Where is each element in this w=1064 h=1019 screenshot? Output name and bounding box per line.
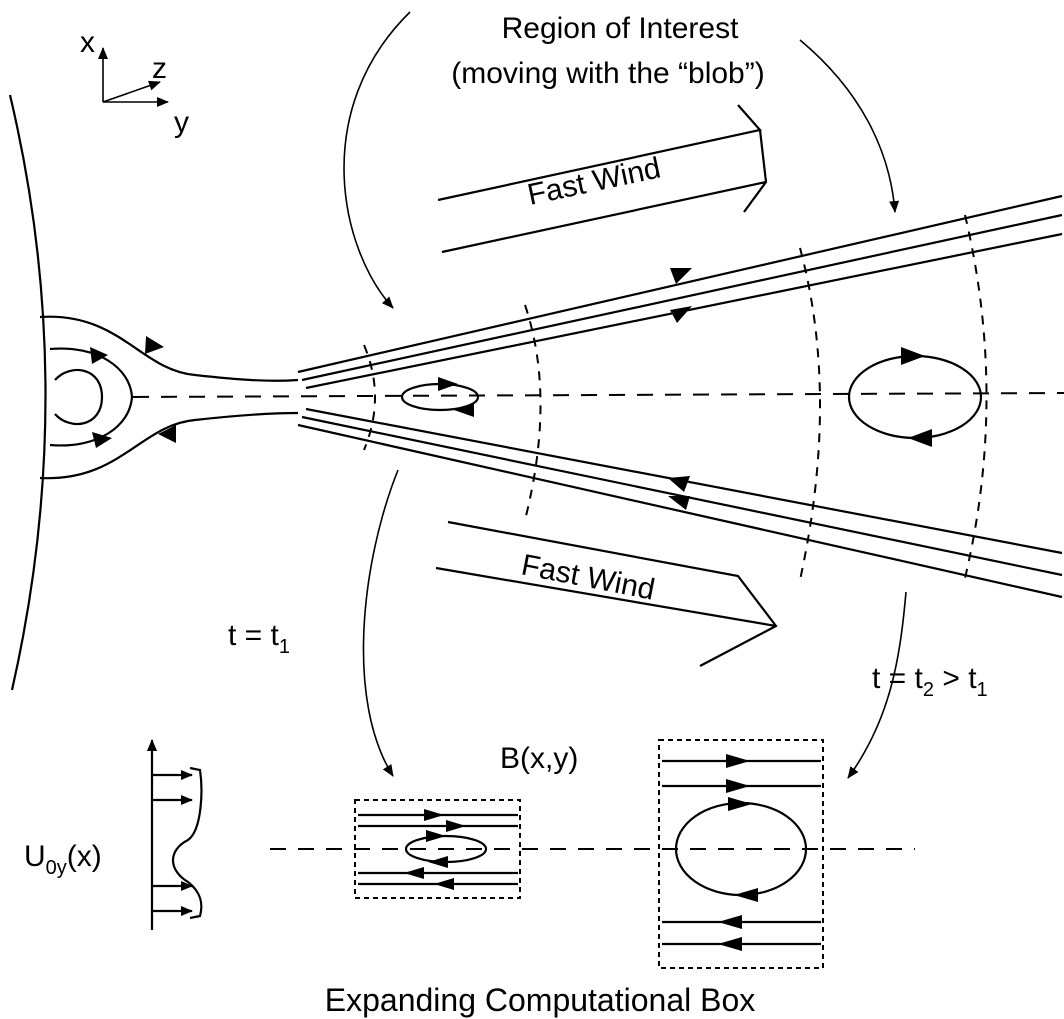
small-box-outline bbox=[354, 799, 521, 899]
open-field-lower bbox=[39, 411, 299, 480]
large-blob-arrow-bottom bbox=[908, 429, 932, 447]
large-computational-box bbox=[658, 739, 824, 969]
time2-label: t = t2 > t1 bbox=[872, 662, 988, 701]
time2-pointer bbox=[847, 591, 907, 779]
computational-arc-4 bbox=[964, 214, 988, 579]
loop-arrow-1 bbox=[90, 347, 108, 364]
lower-field-arrow-1 bbox=[668, 476, 690, 492]
fast-wind-lower: Fast Wind bbox=[435, 520, 778, 667]
large-blob-arrow-top bbox=[901, 347, 925, 365]
fast-wind-upper-arrow bbox=[437, 104, 768, 254]
large-box-arrow-5 bbox=[718, 915, 742, 929]
computational-arc-1 bbox=[363, 344, 376, 451]
small-blob-arrow-bottom bbox=[454, 403, 474, 417]
loop-arrow-2 bbox=[92, 432, 112, 448]
large-box-outline bbox=[658, 739, 824, 969]
open-field-upper bbox=[39, 315, 299, 382]
large-box-arrow-1 bbox=[726, 754, 750, 768]
upper-field-arrow-1 bbox=[670, 268, 692, 284]
fast-wind-lower-arrow bbox=[435, 520, 778, 667]
computational-arc-3 bbox=[799, 247, 821, 581]
closed-loop-inner bbox=[54, 368, 104, 426]
time1-label: t = t1 bbox=[228, 619, 290, 658]
region-pointer-left bbox=[343, 11, 411, 309]
velocity-profile: U0y(x) bbox=[24, 739, 203, 930]
velocity-label: U0y(x) bbox=[24, 840, 102, 879]
region-pointer-right bbox=[799, 39, 900, 213]
large-box-arrow-2 bbox=[726, 779, 750, 793]
lower-field-arrow-2 bbox=[668, 496, 690, 510]
small-box-arrow-1 bbox=[424, 809, 444, 821]
time1-pointer bbox=[362, 469, 399, 777]
x-axis-label: x bbox=[80, 26, 95, 59]
small-box-arrow-4 bbox=[428, 856, 448, 868]
open-arrow-upper bbox=[145, 336, 164, 354]
velocity-profile-curve bbox=[172, 766, 203, 920]
large-box-arrow-4 bbox=[734, 888, 758, 902]
field-line-u2 bbox=[301, 213, 1063, 382]
small-box-arrow-2 bbox=[446, 820, 466, 832]
current-sheet bbox=[132, 194, 1064, 599]
large-blob bbox=[847, 354, 983, 440]
region-title: Region of Interest bbox=[502, 12, 739, 45]
z-axis-label: z bbox=[152, 52, 167, 85]
region-subtitle: (moving with the “blob”) bbox=[451, 57, 764, 90]
small-blob-arrow-top bbox=[438, 377, 458, 391]
small-computational-box bbox=[354, 799, 521, 899]
y-axis-label: y bbox=[174, 106, 189, 139]
current-sheet-axis bbox=[132, 392, 1064, 398]
field-line-u1 bbox=[297, 194, 1063, 374]
box-caption: Expanding Computational Box bbox=[325, 982, 756, 1018]
large-box-arrow-6 bbox=[718, 937, 742, 951]
z-axis-arrow bbox=[102, 80, 161, 103]
large-box-arrow-3 bbox=[728, 797, 752, 811]
small-box-arrow-3 bbox=[426, 830, 446, 842]
small-box-arrow-6 bbox=[434, 878, 454, 890]
coordinate-axes: x z y bbox=[80, 26, 189, 139]
closed-loop-outer bbox=[49, 347, 134, 447]
field-label: B(x,y) bbox=[500, 742, 578, 775]
field-line-l3 bbox=[297, 423, 1063, 599]
small-box-arrow-5 bbox=[404, 867, 424, 879]
open-arrow-lower bbox=[158, 425, 176, 443]
computational-arc-2 bbox=[524, 304, 542, 521]
helmet-streamer bbox=[39, 315, 299, 480]
fast-wind-upper: Fast Wind bbox=[437, 104, 768, 254]
solar-surface-curve bbox=[8, 94, 47, 691]
fast-wind-upper-label: Fast Wind bbox=[525, 151, 664, 211]
upper-field-arrow-2 bbox=[670, 306, 692, 323]
